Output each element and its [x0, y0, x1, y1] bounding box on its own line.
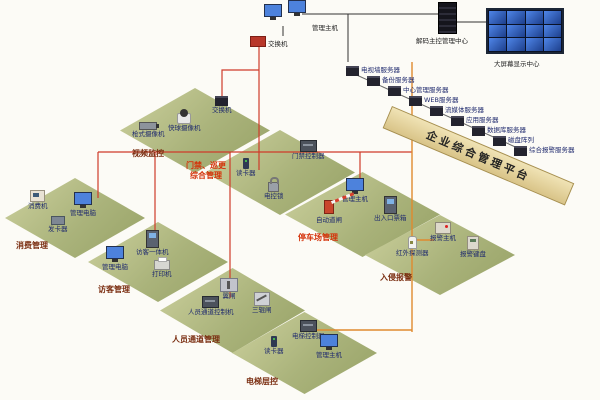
- dome-camera: 快球摄像机: [168, 108, 201, 133]
- platform-label-elevator: 电梯层控: [246, 377, 278, 386]
- wall-cell: [507, 11, 525, 24]
- dome-camera-icon: [177, 109, 192, 124]
- video-switch: 交换机: [212, 96, 232, 115]
- core-switch: [250, 36, 266, 47]
- pos-icon: [30, 190, 46, 202]
- monitor-icon: [106, 246, 124, 262]
- wall-cell: [543, 24, 561, 38]
- ir-detector: 红外探测器: [396, 236, 429, 258]
- printer-icon: [153, 257, 170, 270]
- parking-host: 管理主机: [342, 178, 368, 204]
- video-wall: [486, 8, 564, 54]
- elevator-host: 管理主机: [316, 334, 342, 360]
- switch-icon: [250, 36, 266, 47]
- platform-label-video: 视频监控: [132, 149, 164, 158]
- monitor-icon: [320, 334, 338, 350]
- server-item: 电视墙服务器: [346, 66, 400, 76]
- platform-label-alarm: 入侵报警: [380, 273, 412, 282]
- controller-icon: [299, 320, 317, 332]
- access-controller: 门禁控制器: [292, 140, 325, 161]
- card-reader-icon: [242, 158, 249, 169]
- video-wall-icon: [486, 8, 564, 54]
- server-item: WEB服务器: [409, 96, 459, 106]
- ticket-box-icon: [383, 196, 397, 214]
- card-issuer-icon: [50, 216, 65, 225]
- monitor-icon: [288, 0, 306, 16]
- pos-terminal: 消费机: [28, 190, 48, 211]
- decoder-label: 解码主控管理中心: [416, 37, 468, 45]
- wing-gate-icon: [220, 278, 238, 292]
- passage-controller: 人员通道控制机: [188, 296, 234, 317]
- server-icon: [346, 66, 359, 76]
- platform-label-consumption: 消费管理: [16, 241, 48, 250]
- lock-icon: [268, 177, 280, 192]
- platform-label-passage: 人员通道管理: [172, 335, 220, 344]
- tripod-turnstile: 三辊闸: [252, 292, 272, 315]
- server-item: 应用服务器: [451, 116, 499, 126]
- platform-label-parking: 停车场管理: [298, 233, 338, 242]
- keypad-icon: [467, 236, 479, 250]
- visitor-printer: 打印机: [152, 256, 172, 279]
- detector-icon: [407, 236, 417, 249]
- wall-cell: [525, 38, 543, 51]
- management-host-label: 管理主机: [312, 24, 338, 32]
- controller-icon: [202, 296, 220, 308]
- server-item: 流媒体服务器: [430, 106, 484, 116]
- visitor-pc: 管理电脑: [102, 246, 128, 272]
- server-item: 磁盘阵列: [493, 136, 534, 146]
- ticket-box: 出入口票箱: [374, 196, 407, 223]
- monitor-icon: [346, 178, 364, 194]
- management-host-1: [264, 4, 282, 21]
- wall-cell: [507, 24, 525, 38]
- wall-cell: [525, 11, 543, 24]
- server-icon: [514, 146, 527, 156]
- turnstile-icon: [253, 292, 270, 306]
- management-host-2: [288, 0, 306, 17]
- server-icon: [451, 116, 464, 126]
- wall-cell: [543, 11, 561, 24]
- server-icon: [388, 86, 401, 96]
- server-icon: [430, 106, 443, 116]
- wall-cell: [489, 38, 507, 51]
- server-item: 中心管理服务器: [388, 86, 449, 96]
- card-reader-icon: [270, 336, 277, 347]
- switch-icon: [215, 96, 229, 106]
- alarm-keypad: 报警键盘: [460, 236, 486, 259]
- server-item: 备份服务器: [367, 76, 415, 86]
- wall-cell: [507, 38, 525, 51]
- controller-icon: [299, 140, 317, 152]
- bullet-camera-icon: [139, 122, 160, 130]
- decoder-control-center: [438, 2, 457, 34]
- visitor-kiosk: 访客一体机: [136, 230, 169, 257]
- consume-pc: 管理电脑: [70, 192, 96, 218]
- server-item: 数据库服务器: [472, 126, 526, 136]
- core-switch-label: 交换机: [268, 40, 288, 48]
- server-icon: [409, 96, 422, 106]
- electric-lock: 电控锁: [264, 176, 284, 201]
- alarm-host: 报警主机: [430, 222, 456, 243]
- kiosk-icon: [145, 230, 159, 248]
- wall-cell: [489, 11, 507, 24]
- monitor-icon: [74, 192, 92, 208]
- video-wall-label: 大屏幕显示中心: [494, 60, 540, 68]
- monitor-icon: [264, 4, 282, 20]
- card-issuer: 发卡器: [48, 216, 68, 234]
- server-tower-icon: [438, 2, 457, 34]
- platform-label-visitor: 访客管理: [98, 285, 130, 294]
- card-reader: 读卡器: [236, 158, 256, 178]
- server-icon: [472, 126, 485, 136]
- elevator-reader: 读卡器: [264, 336, 284, 356]
- server-icon: [367, 76, 380, 86]
- bullet-camera: 枪式摄像机: [132, 122, 165, 139]
- wall-cell: [489, 24, 507, 38]
- wall-cell: [525, 24, 543, 38]
- wall-cell: [543, 38, 561, 51]
- barrier-gate-icon: [324, 200, 334, 214]
- server-icon: [493, 136, 506, 146]
- platform-label-access-2: 综合管理: [190, 171, 222, 180]
- server-item: 综合报警服务器: [514, 146, 575, 156]
- alarm-host-icon: [435, 222, 451, 234]
- barrier-gate: 自动道闸: [316, 200, 342, 225]
